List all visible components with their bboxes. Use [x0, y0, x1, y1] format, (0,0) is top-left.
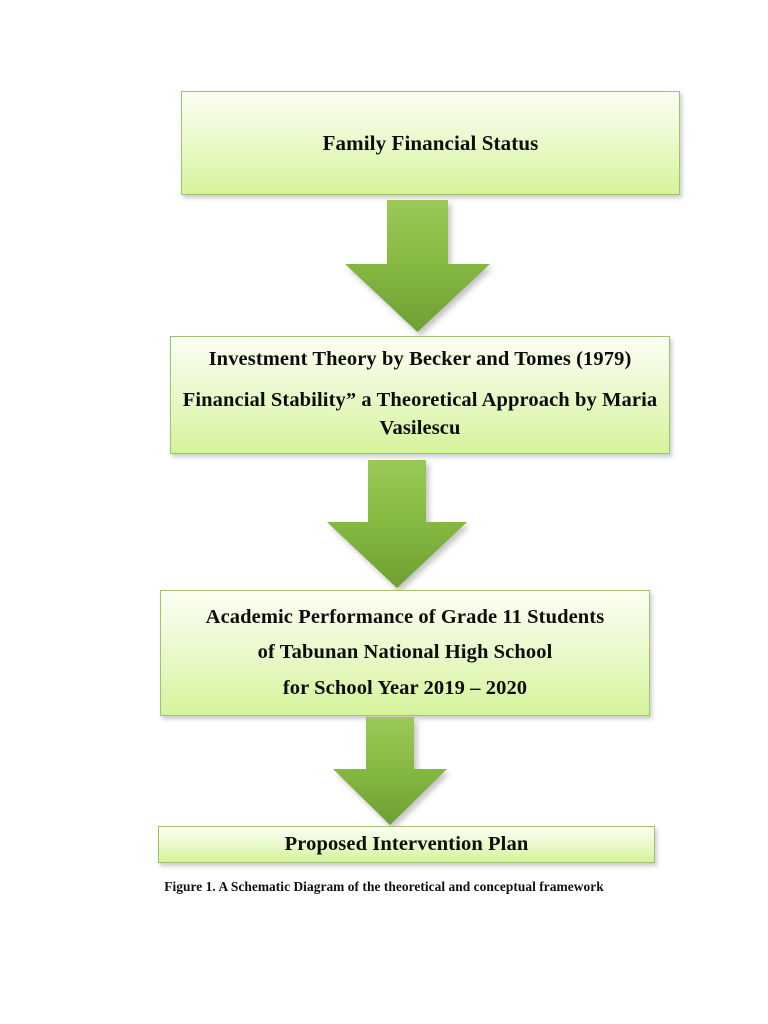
flow-node-label-line-2: Financial Stability” a Theoretical Appro…	[182, 389, 658, 439]
flow-node-label: Family Financial Status	[322, 130, 539, 155]
flow-node-label: Proposed Intervention Plan	[284, 833, 529, 855]
flow-node-label-line-1: Academic Performance of Grade 11 Student…	[205, 606, 605, 629]
flow-node-label-line-1: Investment Theory by Becker and Tomes (1…	[208, 348, 632, 371]
flow-node-theoretical-framework: Investment Theory by Becker and Tomes (1…	[170, 336, 670, 454]
flow-node-label-line-3: for School Year 2019 – 2020	[282, 676, 528, 699]
down-arrow-icon	[327, 460, 467, 588]
flow-node-proposed-intervention-plan: Proposed Intervention Plan	[158, 826, 655, 863]
flow-node-family-financial-status: Family Financial Status	[181, 91, 680, 195]
figure-caption: Figure 1. A Schematic Diagram of the the…	[164, 879, 604, 894]
down-arrow-icon	[345, 200, 490, 332]
flow-node-label-line-2: of Tabunan National High School	[257, 641, 553, 664]
down-arrow-icon	[333, 717, 447, 825]
flow-node-academic-performance: Academic Performance of Grade 11 Student…	[160, 590, 650, 716]
